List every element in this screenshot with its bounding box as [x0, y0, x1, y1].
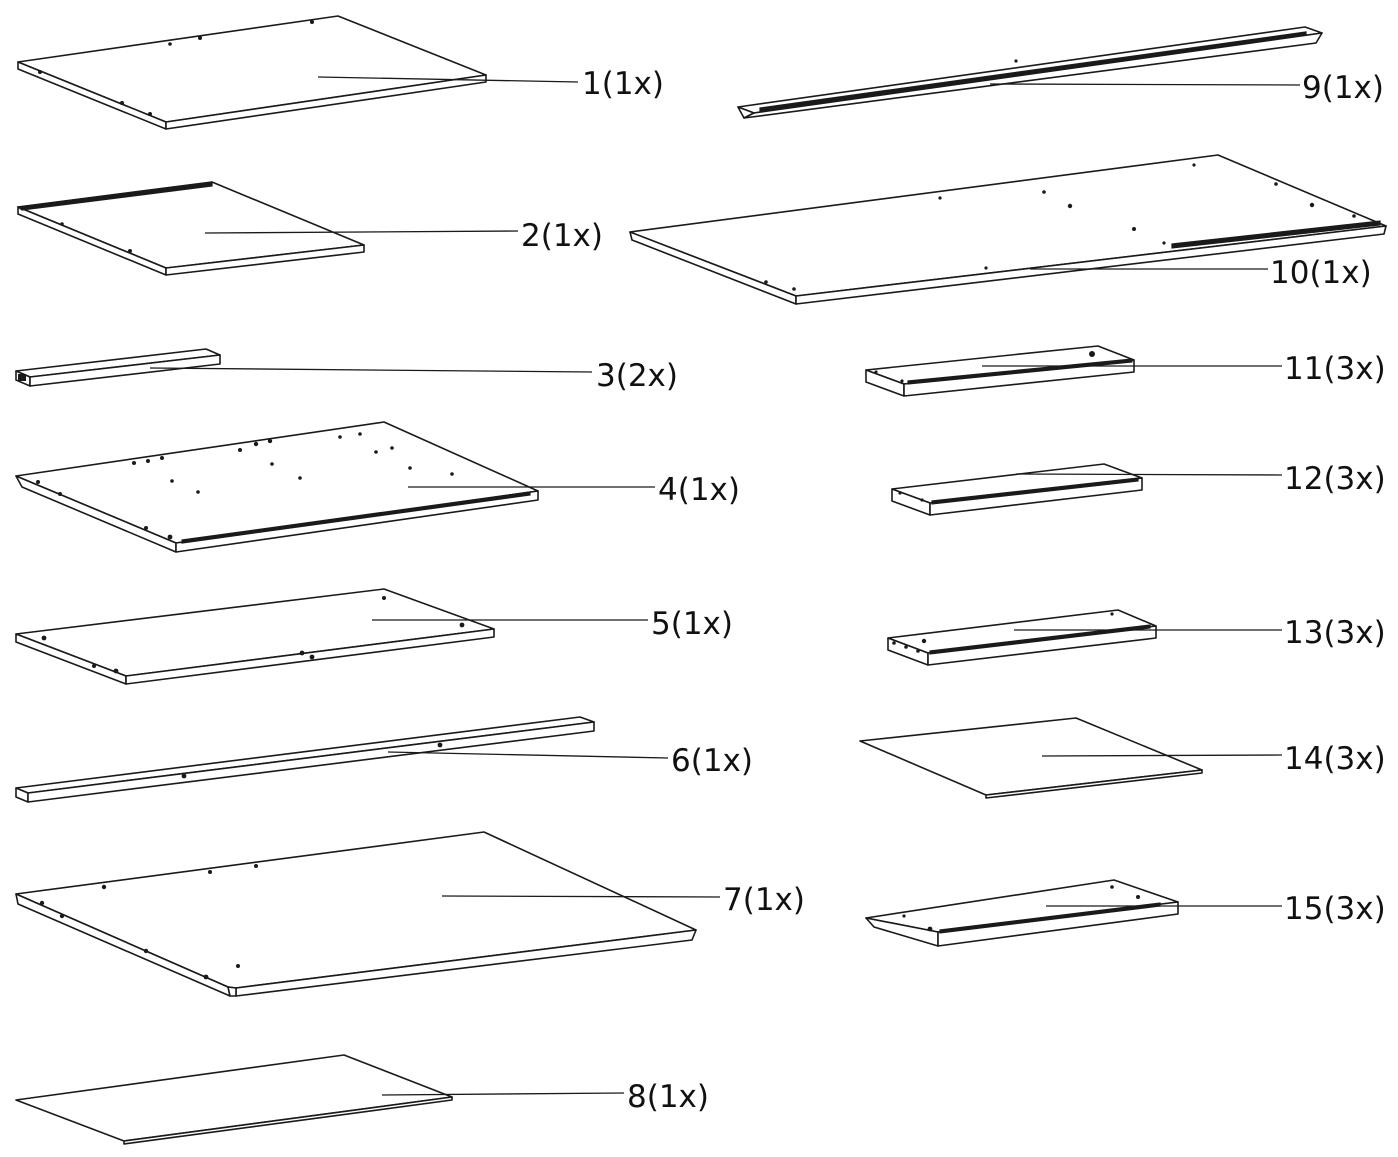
part-14-label: 14(3x): [1284, 741, 1386, 777]
part-3-label: 3(2x): [596, 358, 678, 394]
part-11: 11(3x): [865, 345, 1386, 397]
part-1: 1(1x): [17, 15, 664, 130]
part-13-label: 13(3x): [1284, 615, 1386, 651]
part-5: 5(1x): [15, 588, 733, 685]
part-3: 3(2x): [15, 348, 678, 394]
part-12-label: 12(3x): [1284, 461, 1386, 497]
part-7: 7(1x): [15, 831, 805, 997]
part-8-label: 8(1x): [627, 1079, 709, 1115]
part-6: 6(1x): [15, 716, 753, 803]
part-15-label: 15(3x): [1284, 891, 1386, 927]
part-9-label: 9(1x): [1302, 70, 1384, 106]
part-7-label: 7(1x): [723, 882, 805, 918]
part-15: 15(3x): [865, 879, 1386, 947]
part-1-label: 1(1x): [582, 66, 664, 102]
part-2-label: 2(1x): [521, 218, 603, 254]
part-10: 10(1x): [629, 154, 1387, 305]
part-4-label: 4(1x): [658, 472, 740, 508]
part-6-label: 6(1x): [671, 743, 753, 779]
part-8: 8(1x): [15, 1054, 709, 1145]
part-4: 4(1x): [15, 421, 740, 553]
part-13: 13(3x): [887, 609, 1386, 666]
part-5-label: 5(1x): [651, 606, 733, 642]
part-10-label: 10(1x): [1270, 255, 1372, 291]
part-9: 9(1x): [737, 26, 1384, 119]
part-12: 12(3x): [891, 461, 1386, 516]
part-14: 14(3x): [859, 717, 1386, 799]
part-11-label: 11(3x): [1284, 351, 1386, 387]
part-2: 2(1x): [16, 181, 603, 276]
